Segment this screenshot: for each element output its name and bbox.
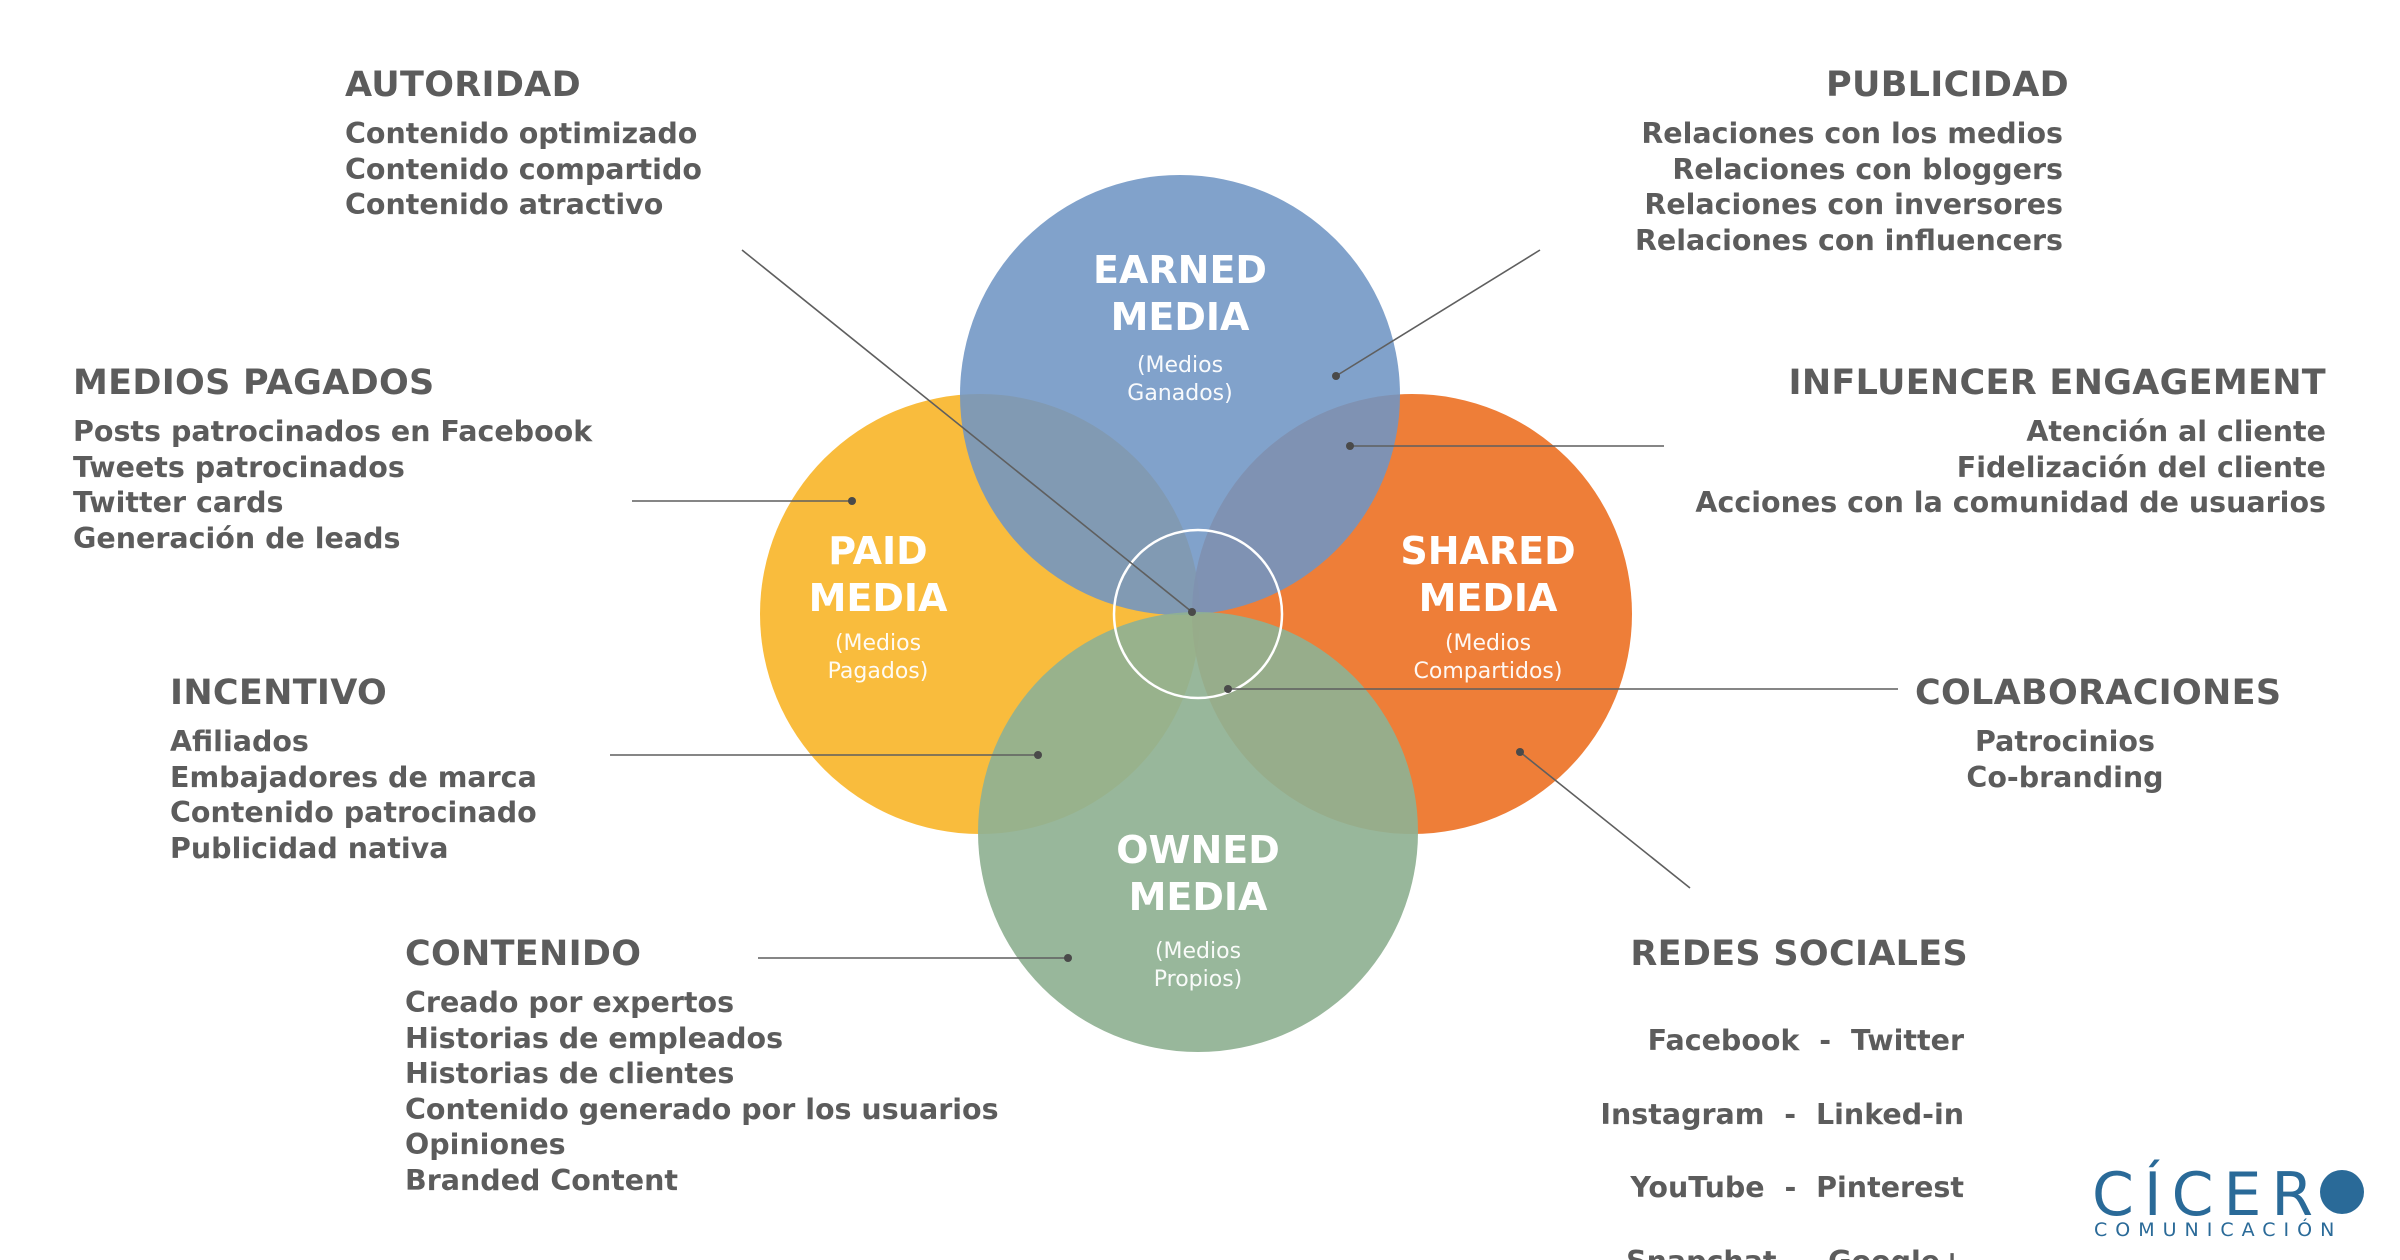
autoridad-list: Contenido optimizado Contenido compartid… (345, 116, 702, 223)
owned-title-line1: OWNED (1116, 828, 1280, 872)
list-item: Relaciones con bloggers (1672, 152, 2063, 186)
earned-title-line1: EARNED (1093, 248, 1267, 292)
list-item: Contenido compartido (345, 152, 702, 186)
contenido-block: CONTENIDO Creado por expertos Historias … (405, 933, 999, 1198)
list-item: Tweets patrocinados (73, 450, 405, 484)
publicidad-title: PUBLICIDAD (1826, 65, 2069, 105)
owned-subtitle-line2: Propios) (1154, 967, 1242, 992)
list-item: Contenido generado por los usuarios (405, 1092, 999, 1126)
connector-dot (1224, 685, 1232, 693)
connector-publicidad (1335, 249, 1541, 377)
paid-title-line1: PAID (828, 529, 927, 573)
list-item: Atención al cliente (2026, 415, 2326, 448)
colaboraciones-block: COLABORACIONES Patrocinios Co-branding (1915, 672, 2282, 795)
incentivo-list: Afiliados Embajadores de marca Contenido… (170, 724, 537, 866)
logo-subtitle: COMUNICACIÓN (2094, 1219, 2343, 1241)
list-item: Publicidad nativa (170, 831, 449, 865)
list-item: Contenido atractivo (345, 188, 664, 221)
list-item: Instagram - Linked-in (1600, 1097, 1964, 1131)
list-item: Fidelización del cliente (1956, 450, 2326, 484)
list-item: Facebook - Twitter (1647, 1024, 1964, 1057)
influencer-engagement-list: Atención al cliente Fidelización del cli… (1695, 414, 2326, 521)
contenido-title: CONTENIDO (405, 934, 642, 974)
earned-subtitle-line2: Ganados) (1127, 381, 1232, 406)
medios-pagados-title: MEDIOS PAGADOS (73, 363, 435, 403)
owned-title-line2: MEDIA (1129, 875, 1268, 919)
connector-dot (1034, 751, 1042, 759)
contenido-list: Creado por expertos Historias de emplead… (405, 985, 999, 1198)
connector-redes (1519, 751, 1691, 889)
influencer-engagement-block: INFLUENCER ENGAGEMENT Atención al client… (1695, 362, 2326, 521)
paid-subtitle-line1: (Medios (835, 631, 921, 656)
list-item: Co-branding (1966, 760, 2164, 794)
list-item: Afiliados (170, 725, 309, 758)
autoridad-block: AUTORIDAD Contenido optimizado Contenido… (345, 64, 702, 223)
connector-dot (1516, 748, 1524, 756)
redes-sociales-title: REDES SOCIALES (1630, 934, 1968, 974)
list-item: Snapchat - Google+ (1600, 1244, 1964, 1260)
autoridad-title: AUTORIDAD (345, 65, 581, 105)
incentivo-block: INCENTIVO Afiliados Embajadores de marca… (170, 672, 537, 866)
center-ring (1112, 528, 1284, 700)
list-item: Relaciones con influencers (1634, 223, 2063, 257)
connector-dot (1188, 608, 1196, 616)
owned-media-circle (978, 612, 1418, 1052)
owned-subtitle-line1: (Medios (1155, 939, 1241, 964)
list-item: Relaciones con los medios (1641, 117, 2063, 150)
list-item: YouTube - Pinterest (1630, 1171, 1964, 1204)
logo-dot-icon (2320, 1170, 2364, 1214)
list-item: Acciones con la comunidad de usuarios (1695, 486, 2326, 519)
shared-title-line2: MEDIA (1419, 576, 1558, 620)
list-item: Contenido patrocinado (170, 796, 537, 829)
connector-dot (1064, 954, 1072, 962)
earned-media-circle (960, 175, 1400, 615)
connector-dot (1332, 372, 1340, 380)
list-item: Contenido optimizado (345, 117, 698, 150)
colaboraciones-title: COLABORACIONES (1915, 673, 2282, 713)
colaboraciones-list: Patrocinios Co-branding (1915, 724, 2215, 795)
redes-sociales-list: Facebook - Twitter Instagram - Linked-in… (1600, 985, 1964, 1260)
earned-subtitle-line1: (Medios (1137, 353, 1223, 378)
redes-sociales-block: REDES SOCIALES Facebook - Twitter Instag… (1600, 933, 1967, 1260)
influencer-engagement-title: INFLUENCER ENGAGEMENT (1788, 363, 2326, 403)
list-item: Opiniones (405, 1128, 566, 1161)
medios-pagados-list: Posts patrocinados en Facebook Tweets pa… (73, 414, 592, 556)
publicidad-block: PUBLICIDAD Relaciones con los medios Rel… (1635, 64, 2069, 258)
cicero-logo: CÍCER COMUNICACIÓN (2092, 1160, 2372, 1241)
list-item: Generación de leads (73, 521, 401, 555)
medios-pagados-block: MEDIOS PAGADOS Posts patrocinados en Fac… (73, 362, 592, 556)
incentivo-title: INCENTIVO (170, 673, 388, 713)
earned-title-line2: MEDIA (1111, 295, 1250, 339)
list-item: Creado por expertos (405, 986, 735, 1019)
paid-subtitle-line2: Pagados) (828, 659, 929, 684)
list-item: Twitter cards (73, 486, 284, 519)
connector-autoridad (741, 249, 1193, 613)
publicidad-list: Relaciones con los medios Relaciones con… (1635, 116, 2063, 258)
logo-wordmark: CÍCER (2092, 1160, 2324, 1230)
list-item: Posts patrocinados en Facebook (73, 415, 593, 448)
shared-subtitle-line1: (Medios (1445, 631, 1531, 656)
shared-subtitle-line2: Compartidos) (1414, 659, 1563, 684)
list-item: Patrocinios (1975, 725, 2155, 758)
list-item: Relaciones con inversores (1644, 188, 2063, 221)
connector-dot (1346, 442, 1354, 450)
list-item: Embajadores de marca (170, 760, 537, 794)
list-item: Historias de clientes (405, 1057, 735, 1090)
paid-title-line2: MEDIA (809, 576, 948, 620)
list-item: Branded Content (405, 1163, 679, 1197)
shared-title-line1: SHARED (1400, 529, 1575, 573)
connector-dot (848, 497, 856, 505)
list-item: Historias de empleados (405, 1021, 784, 1055)
